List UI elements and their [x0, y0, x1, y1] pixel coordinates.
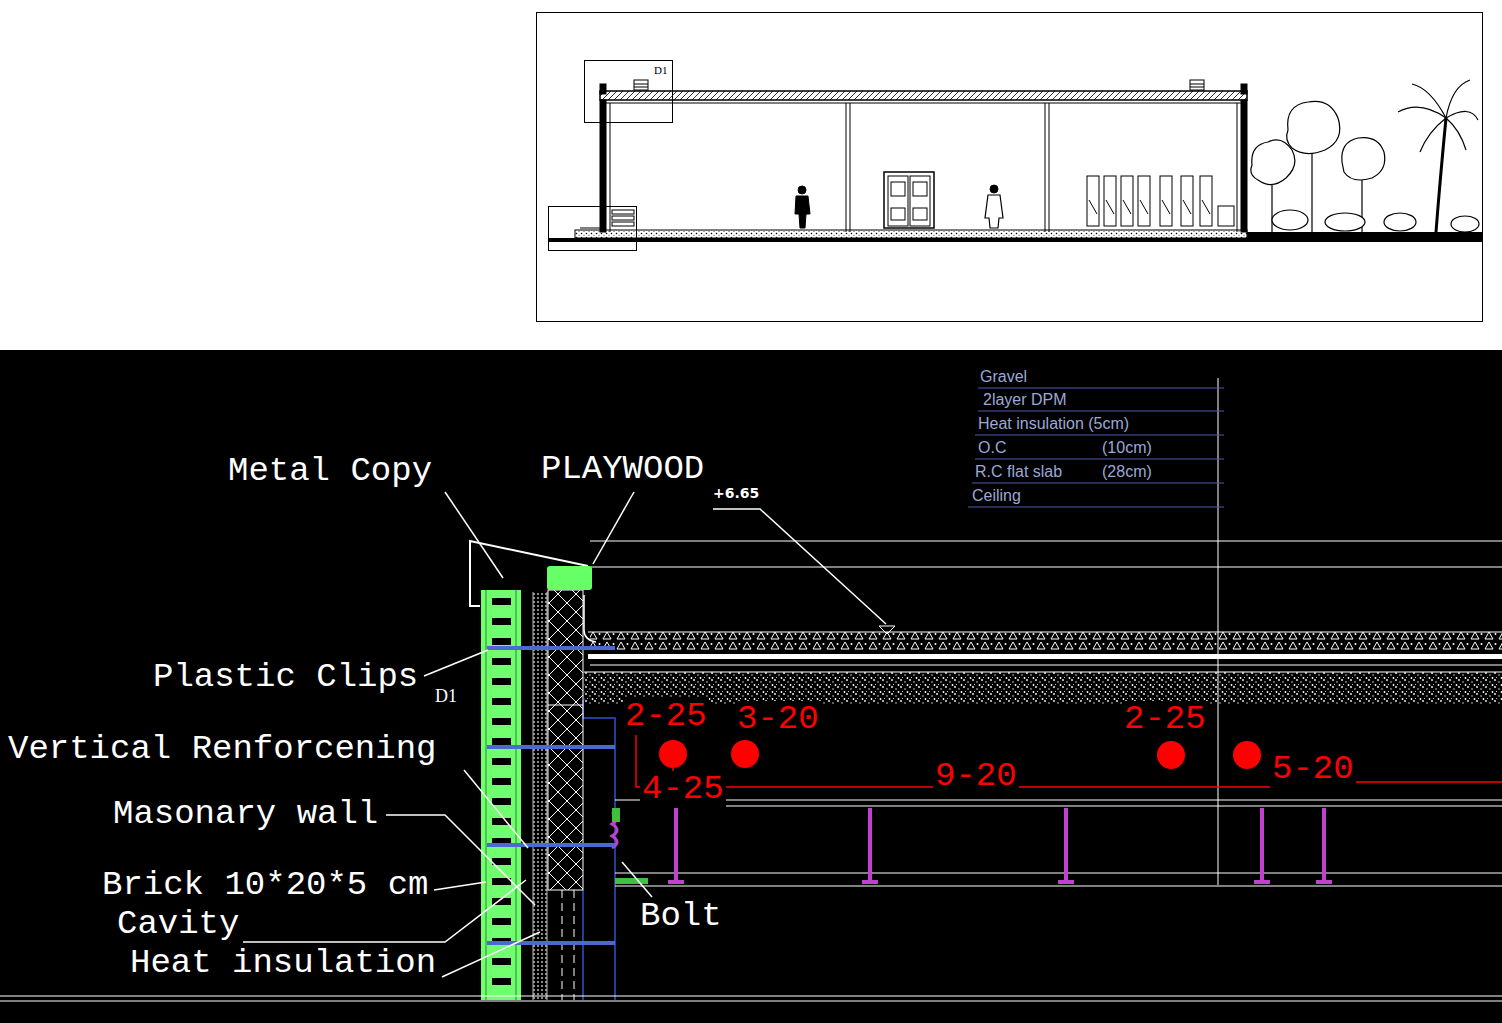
- layer-name: O.C: [978, 439, 1006, 457]
- building-section: [548, 80, 1483, 242]
- slab-and-ceiling: [583, 378, 1502, 1000]
- cavity-wall: [481, 590, 615, 1000]
- reinforcement: [636, 735, 1502, 787]
- detail-bubbles: [549, 61, 673, 251]
- detail-ground: [0, 350, 1502, 1023]
- roof-layers: [584, 541, 1502, 705]
- rebar-callout: 3-20: [735, 701, 821, 738]
- layer-name: Heat insulation (5cm): [978, 415, 1129, 433]
- rebar-callout: 2-25: [1122, 701, 1208, 738]
- layer-thickness: (10cm): [1102, 439, 1152, 457]
- layer-thickness: (28cm): [1102, 463, 1152, 481]
- rebar-callout: 2-25: [623, 698, 709, 735]
- layer-name: R.C flat slab: [975, 463, 1062, 481]
- part-name: Heat insulation: [130, 945, 436, 982]
- rebar-callout: 4-25: [640, 771, 726, 808]
- level-mark: +6.65: [713, 486, 759, 501]
- detail-tag: D1: [435, 687, 457, 707]
- bolt: [612, 808, 648, 884]
- detail-tag: D1: [652, 64, 669, 76]
- part-name: Vertical Renforcening: [8, 731, 436, 768]
- layer-name: 2layer DPM: [983, 391, 1067, 409]
- ground-line: [0, 996, 1502, 1001]
- rebar-callout: 5-20: [1270, 751, 1356, 788]
- layer-table-lines: [968, 388, 1224, 507]
- part-name: Bolt: [640, 898, 722, 935]
- rebar-callout: 9-20: [933, 758, 1019, 795]
- trees: [1251, 80, 1479, 232]
- part-name: Brick 10*20*5 cm: [102, 867, 428, 904]
- layer-name: Gravel: [980, 368, 1027, 386]
- part-name: Masonary wall: [113, 796, 378, 833]
- part-name: Metal Copy: [228, 453, 432, 490]
- coping: [470, 541, 592, 606]
- layer-name: Ceiling: [972, 487, 1021, 505]
- section-frame: [537, 13, 1483, 322]
- part-name: Plastic Clips: [153, 659, 418, 696]
- part-name: PLAYWOOD: [541, 451, 704, 488]
- part-name: Cavity: [117, 906, 239, 943]
